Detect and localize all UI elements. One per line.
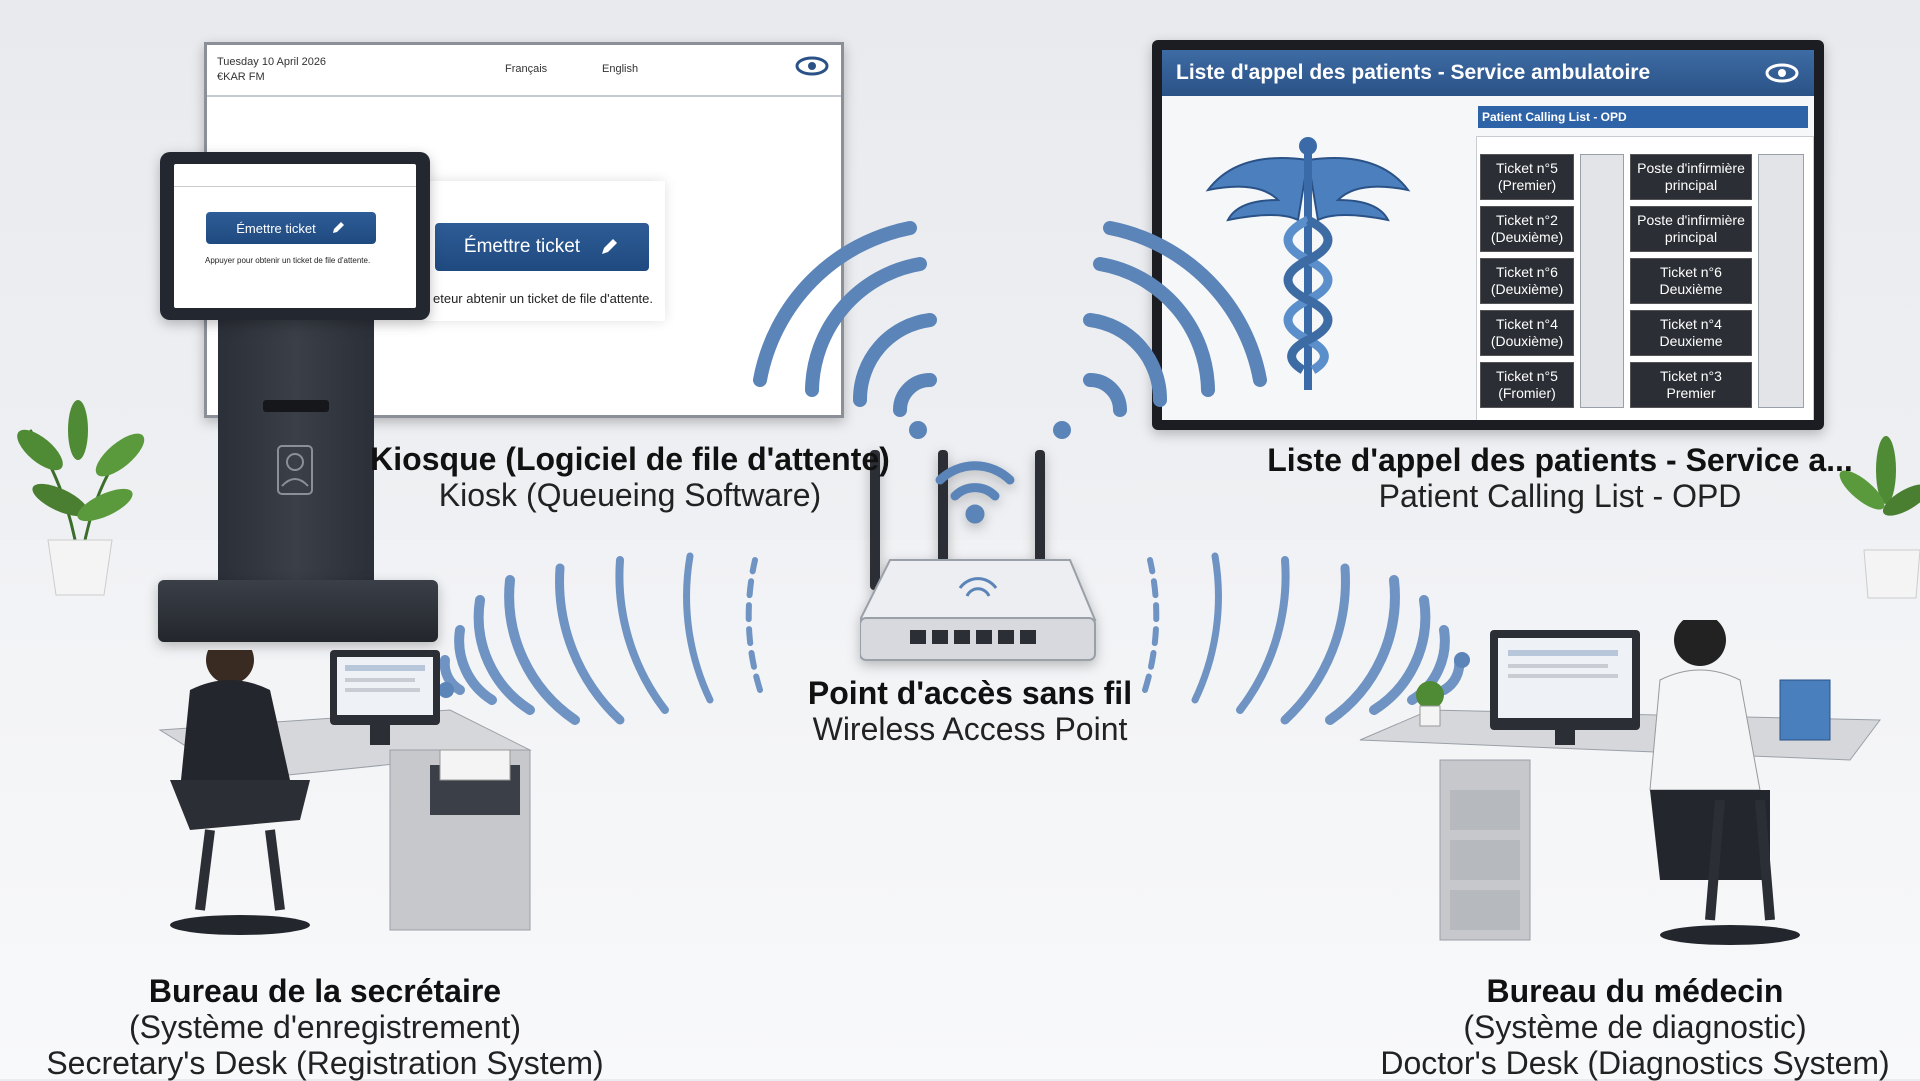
secretary-label-fr: Bureau de la secrétaire (20, 974, 630, 1010)
secretary-label-fr2: (Système d'enregistrement) (20, 1010, 630, 1046)
doctor-label-fr: Bureau du médecin (1360, 974, 1910, 1010)
secretary-label-en: Secretary's Desk (Registration System) (20, 1046, 630, 1081)
secretary-label: Bureau de la secrétaire (Système d'enreg… (20, 974, 630, 1081)
kiosk-label: Kiosque (Logiciel de file d'attente) Kio… (330, 442, 930, 514)
doctor-desk-illustration (1350, 620, 1890, 950)
wifi-wave-kiosk-icon (760, 228, 930, 439)
calling-label-fr: Liste d'appel des patients - Service a..… (1250, 443, 1870, 479)
calling-label-en: Patient Calling List - OPD (1250, 479, 1870, 515)
wifi-wave-calling-icon (1053, 228, 1260, 439)
access-point-label: Point d'accès sans fil Wireless Access P… (770, 676, 1170, 748)
calling-label: Liste d'appel des patients - Service a..… (1250, 443, 1870, 515)
kiosk-label-fr: Kiosque (Logiciel de file d'attente) (330, 442, 930, 478)
kiosk-label-en: Kiosk (Queueing Software) (330, 478, 930, 514)
binders-icon (1780, 680, 1830, 740)
secretary-desk-illustration (130, 650, 550, 950)
doctor-label: Bureau du médecin (Système de diagnostic… (1360, 974, 1910, 1081)
doctor-label-en: Doctor's Desk (Diagnostics System) (1360, 1046, 1910, 1081)
access-point-label-en: Wireless Access Point (770, 712, 1170, 748)
access-point-label-fr: Point d'accès sans fil (770, 676, 1170, 712)
doctor-label-fr2: (Système de diagnostic) (1360, 1010, 1910, 1046)
desk-plant-icon (1416, 681, 1444, 709)
